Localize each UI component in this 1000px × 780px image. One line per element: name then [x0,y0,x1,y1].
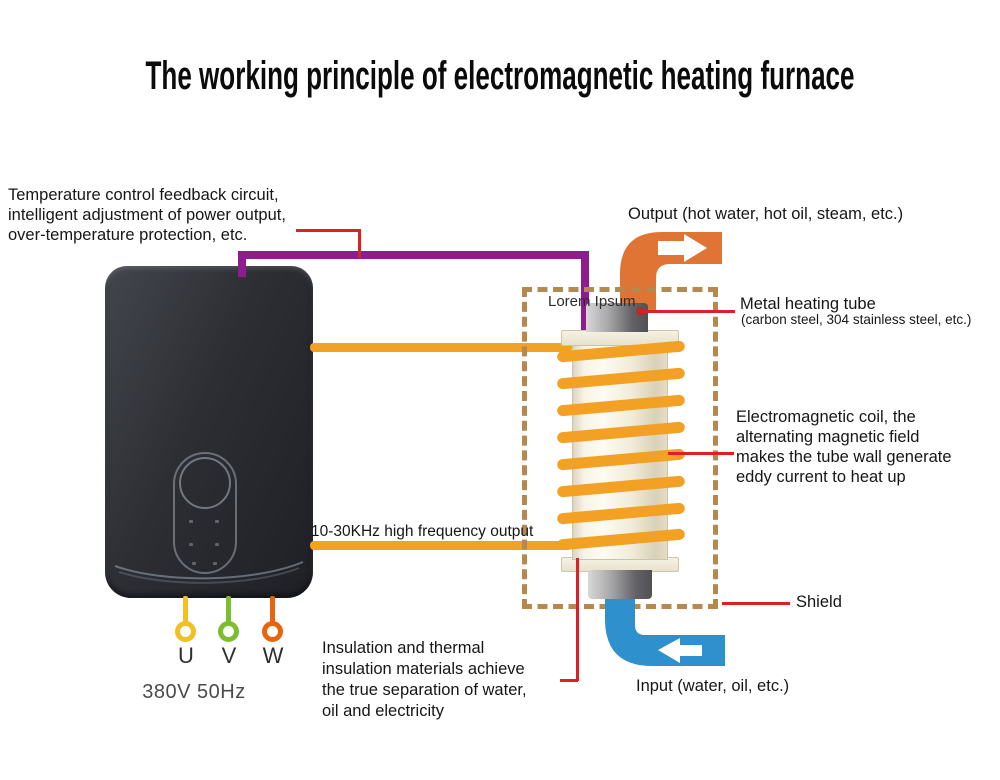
terminal-wire-w [270,596,275,623]
annotation-temperature-control: Temperature control feedback circuit, in… [8,186,286,244]
leader-temperature-v [358,229,361,258]
leader-insulation-v [576,558,579,681]
indicator-dot [189,520,193,523]
annotation-input: Input (water, oil, etc.) [636,677,790,695]
page-title: The working principle of electromagnetic… [145,52,855,98]
control-wire-purple-horizontal [238,251,589,259]
input-pipe [605,595,725,666]
terminal-label-w: W [262,643,284,668]
indicator-dot [215,543,219,546]
hf-wire-top [310,343,572,352]
indicator-dot [213,562,217,565]
control-wire-purple-left [238,251,246,277]
flow-arrow-right-icon [658,234,707,262]
terminal-label-v: V [221,643,237,668]
flow-arrow-left-icon [658,638,702,663]
annotation-output: Output (hot water, hot oil, steam, etc.) [628,205,904,223]
leader-metal-tube-dot [636,307,645,316]
leader-metal-tube [641,310,735,313]
terminal-ring-v-icon [218,621,239,642]
annotation-metal-tube-sub: (carbon steel, 304 stainless steel, etc.… [741,312,972,327]
leader-coil [668,452,734,455]
annotation-metal-tube-title: Metal heating tube [740,295,876,313]
terminal-label-u: U [178,643,194,668]
leader-insulation-h [560,679,578,682]
annotation-lorem: Lorem Ipsum [548,293,636,310]
device-wave-decoration [114,561,304,584]
annotation-coil: Electromagnetic coil, the alternating ma… [736,408,952,486]
power-rating-label: 380V 50Hz [142,681,246,703]
controller-box [105,266,313,598]
annotation-insulation: Insulation and thermal insulation materi… [322,639,527,720]
control-panel [173,452,237,574]
hf-wire-bottom [310,541,572,550]
indicator-dot [192,562,196,565]
indicator-dot [189,543,193,546]
terminal-ring-u-icon [175,621,196,642]
control-dial-icon [179,457,231,509]
annotation-shield: Shield [796,593,842,611]
indicator-dot [215,520,219,523]
tube-cap-bottom [588,570,652,599]
terminal-wire-u [183,596,188,623]
title-row: The working principle of electromagnetic… [0,53,1000,98]
annotation-frequency: 10-30KHz high frequency output [311,523,534,540]
leader-shield [722,602,790,605]
terminal-wire-v [226,596,231,623]
terminal-ring-w-icon [262,621,283,642]
leader-temperature-h [296,229,360,232]
